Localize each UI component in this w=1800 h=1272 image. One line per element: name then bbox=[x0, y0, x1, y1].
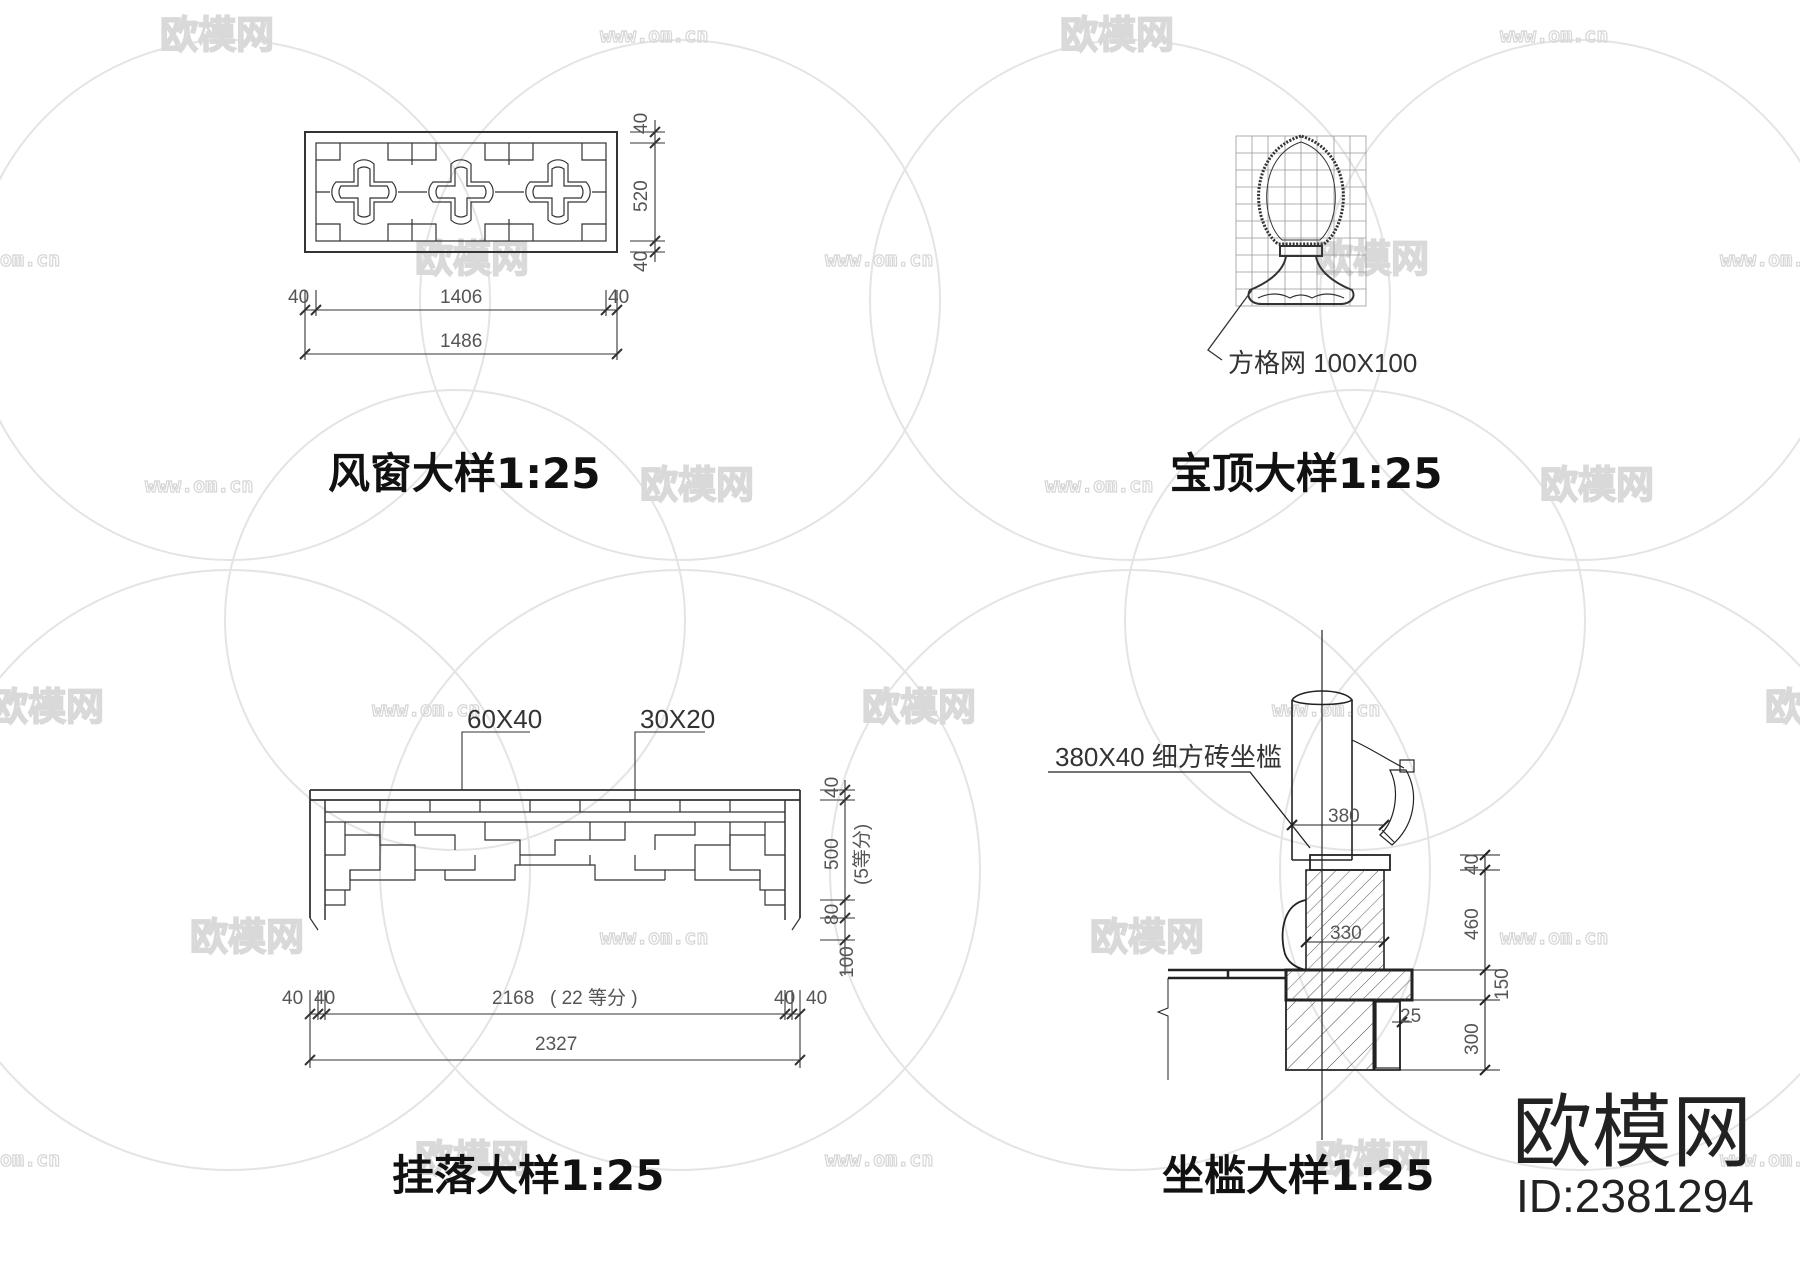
watermark-brand: 欧模网 bbox=[862, 685, 976, 729]
watermark-brand: 欧模网 bbox=[1090, 915, 1204, 959]
window-dim-labels: 40 1406 40 1486 40 520 40 bbox=[288, 113, 652, 352]
watermark-url: www.om.cn bbox=[825, 1147, 933, 1171]
window-dim-inner: 1406 bbox=[440, 287, 482, 308]
watermark-brand: 欧模网 bbox=[415, 237, 529, 281]
watermark-brand: 欧模网 bbox=[1765, 685, 1800, 729]
watermark-texts: 欧模网 www.om.cn 欧模网 www.om.cn om.cn 欧模网 ww… bbox=[0, 12, 1800, 1182]
hanging-title: 挂落大样1:25 bbox=[392, 1151, 664, 1200]
seat-dim-v300: 300 bbox=[1462, 1023, 1483, 1055]
window-dimensions bbox=[299, 120, 665, 360]
seat-dim-380: 380 bbox=[1328, 806, 1360, 827]
watermark-url: www.om.cn bbox=[825, 247, 933, 271]
finial-leader bbox=[1207, 289, 1253, 361]
hanging-dim-total: 2327 bbox=[535, 1034, 577, 1055]
hanging-dim-left-b: 40 bbox=[314, 988, 335, 1009]
watermark-url: www.om.cn bbox=[600, 925, 708, 949]
hanging-dim-middle: 500 bbox=[822, 838, 843, 870]
seat-detail bbox=[1048, 630, 1500, 1140]
watermark-brand: 欧模网 bbox=[640, 463, 754, 507]
window-dim-bottom: 40 bbox=[631, 251, 652, 272]
watermark-url: www.om.cn bbox=[1045, 473, 1153, 497]
watermark-url: www.om.cn bbox=[1720, 1147, 1800, 1171]
window-dim-right: 40 bbox=[608, 287, 629, 308]
window-lattice bbox=[316, 143, 606, 241]
window-dim-total: 1486 bbox=[440, 331, 482, 352]
watermark-layer bbox=[0, 39, 1800, 1171]
watermark-brand: 欧模网 bbox=[1540, 463, 1654, 507]
finial-grid-note: 方格网 100X100 bbox=[1228, 348, 1417, 378]
watermark-brand: 欧模网 bbox=[1060, 13, 1174, 57]
watermark-brand: 欧模网 bbox=[190, 915, 304, 959]
brand-logo-text: 欧模网 bbox=[1512, 1086, 1752, 1179]
brand-id: ID:2381294 bbox=[1516, 1170, 1754, 1222]
watermark-url: www.om.cn bbox=[145, 473, 253, 497]
watermark-brand: 欧模网 bbox=[415, 1137, 529, 1181]
seat-labels: 380X40 细方砖坐槛 380 330 25 40 460 150 300 bbox=[1055, 742, 1513, 1055]
watermark-url: www.om.cn bbox=[1500, 23, 1608, 47]
seat-dim-25: 25 bbox=[1400, 1006, 1421, 1027]
watermark-url: www.om.cn bbox=[372, 697, 480, 721]
watermark-url: www.om.cn bbox=[1500, 925, 1608, 949]
finial-grid bbox=[1235, 135, 1367, 307]
seat-dim-v40: 40 bbox=[1462, 854, 1483, 875]
hanging-dim-top: 40 bbox=[822, 777, 843, 798]
finial-title: 宝顶大样1:25 bbox=[1170, 449, 1442, 498]
watermark-url: om.cn bbox=[0, 1147, 60, 1171]
hanging-dim-80: 80 bbox=[822, 904, 843, 925]
watermark-url: www.om.cn bbox=[600, 23, 708, 47]
window-dim-middle: 520 bbox=[631, 180, 652, 212]
seat-dim-v150: 150 bbox=[1492, 968, 1513, 1000]
hanging-dim-divisions: (5等分) bbox=[851, 824, 873, 885]
window-dim-left: 40 bbox=[288, 287, 309, 308]
hanging-labels: 60X40 30X20 40 40 2168 ( 22 等分 ) 40 40 2… bbox=[282, 704, 873, 1055]
hanging-dim-inner: 2168 bbox=[492, 988, 534, 1009]
watermark-brand: 欧模网 bbox=[0, 685, 104, 729]
hanging-dim-right-a: 40 bbox=[774, 988, 795, 1009]
watermark-url: www.om.cn bbox=[1720, 247, 1800, 271]
watermark-url: om.cn bbox=[0, 247, 60, 271]
seat-dim-330: 330 bbox=[1330, 923, 1362, 944]
hanging-dim-100: 100 bbox=[837, 946, 858, 978]
hanging-dimensions bbox=[304, 780, 855, 1068]
hanging-lattice bbox=[325, 800, 785, 906]
hanging-detail bbox=[304, 731, 855, 1068]
watermark-brand: 欧模网 bbox=[1315, 1137, 1429, 1181]
seat-dimensions bbox=[1286, 819, 1500, 1076]
hanging-dim-left-a: 40 bbox=[282, 988, 303, 1009]
hanging-frame-label: 60X40 bbox=[467, 704, 542, 734]
finial-detail bbox=[1207, 134, 1367, 361]
seat-title: 坐槛大样1:25 bbox=[1162, 1151, 1434, 1200]
watermark-url: www.om.cn bbox=[1272, 697, 1380, 721]
watermark-brand: 欧模网 bbox=[1315, 237, 1429, 281]
window-title: 风窗大样1:25 bbox=[328, 449, 600, 498]
hanging-dim-right-b: 40 bbox=[806, 988, 827, 1009]
seat-sill-label: 380X40 细方砖坐槛 bbox=[1055, 742, 1282, 772]
hanging-dim-inner-div: ( 22 等分 ) bbox=[550, 987, 638, 1009]
hanging-lattice-label: 30X20 bbox=[640, 704, 715, 734]
window-dim-top: 40 bbox=[631, 113, 652, 134]
seat-dim-v460: 460 bbox=[1462, 908, 1483, 940]
finial-shape bbox=[1247, 134, 1355, 305]
window-detail bbox=[299, 120, 665, 360]
watermark-brand: 欧模网 bbox=[160, 13, 274, 57]
